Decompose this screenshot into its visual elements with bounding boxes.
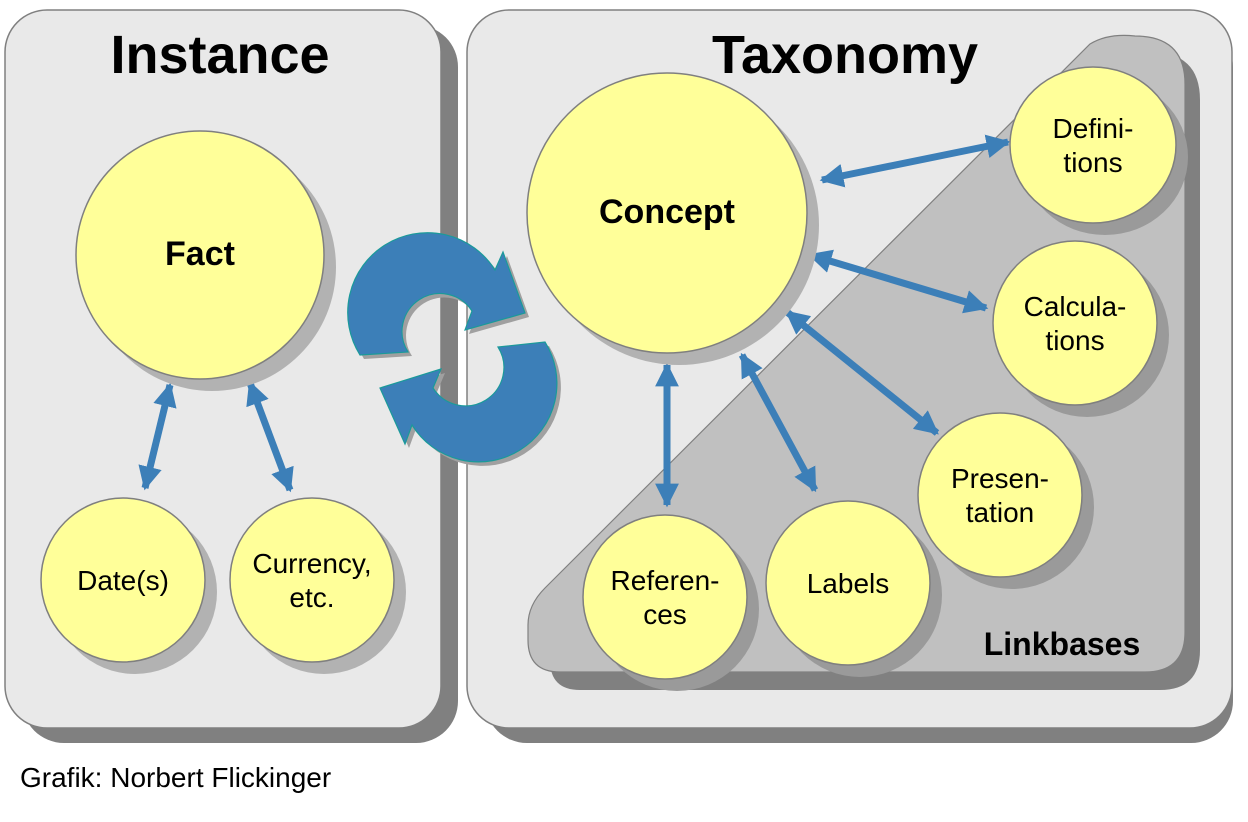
- arrow-fact-dates: [138, 382, 177, 491]
- node-circle: [765, 500, 931, 666]
- node-label: etc.: [289, 582, 334, 613]
- node-label: tation: [966, 497, 1035, 528]
- node-label: Referen-: [611, 565, 720, 596]
- taxonomy-title: Taxonomy: [712, 25, 978, 85]
- node-circle: [582, 514, 748, 680]
- node-label: Currency,: [252, 548, 371, 579]
- arrow-concept-calculations: [807, 249, 989, 314]
- node-calculations: Calcula-tions: [992, 240, 1169, 417]
- node-label: tions: [1063, 147, 1122, 178]
- node-definitions: Defini-tions: [1009, 66, 1188, 235]
- node-circle: [992, 240, 1158, 406]
- node-fact: Fact: [75, 130, 336, 391]
- node-label: Calcula-: [1024, 291, 1127, 322]
- node-labels: Labels: [765, 500, 942, 677]
- node-label: Defini-: [1053, 113, 1134, 144]
- node-currency: Currency,etc.: [229, 497, 406, 674]
- node-presentation: Presen-tation: [917, 412, 1094, 589]
- node-label: Labels: [807, 568, 890, 599]
- arrow-concept-labels: [738, 352, 819, 493]
- arrow-concept-definitions: [819, 134, 1011, 188]
- credit-text: Grafik: Norbert Flickinger: [20, 762, 332, 793]
- node-circle: [75, 130, 325, 380]
- cycle-arrow-left: [379, 341, 558, 463]
- node-label: Date(s): [77, 565, 169, 596]
- node-label: Presen-: [951, 463, 1049, 494]
- arrow-fact-currency: [246, 380, 294, 493]
- linkbases-label: Linkbases: [984, 626, 1141, 662]
- cycle-arrow-right: [347, 232, 526, 356]
- instance-title: Instance: [110, 25, 329, 85]
- node-label: Fact: [165, 235, 235, 273]
- node-circle: [917, 412, 1083, 578]
- node-label: ces: [643, 599, 687, 630]
- node-label: Concept: [599, 193, 735, 231]
- node-references: Referen-ces: [582, 514, 759, 691]
- node-circle: [40, 497, 206, 663]
- node-circle: [1009, 66, 1177, 224]
- arrow-concept-presentation: [784, 309, 940, 436]
- sync-cycle-icon: [347, 232, 561, 466]
- node-dates: Date(s): [40, 497, 217, 674]
- relation-arrows: [138, 134, 1011, 508]
- node-circle: [229, 497, 395, 663]
- node-circle: [526, 72, 808, 354]
- node-label: tions: [1045, 325, 1104, 356]
- node-concept: Concept: [526, 72, 819, 365]
